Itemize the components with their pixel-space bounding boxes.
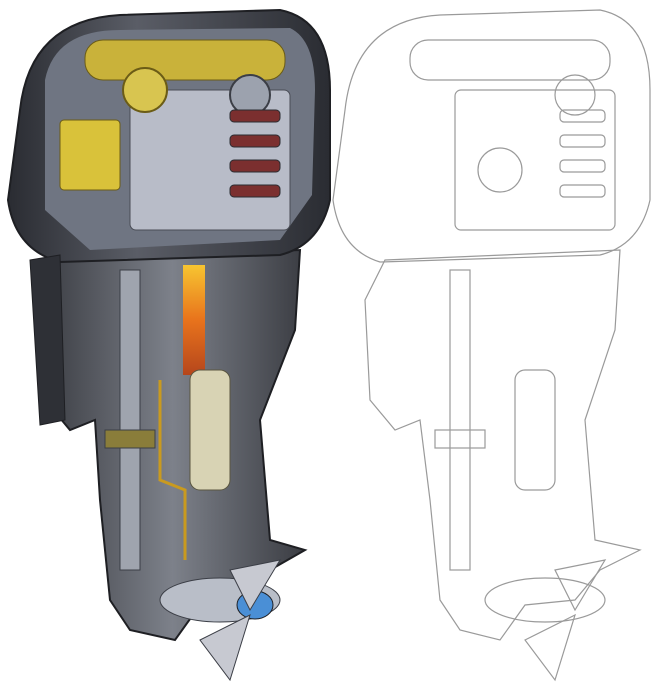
propeller-blade <box>199 559 282 682</box>
lower-unit <box>38 248 308 642</box>
cylinders <box>229 109 281 198</box>
gearcase-outline <box>484 577 606 623</box>
muffler <box>189 369 231 491</box>
belt-outline <box>409 39 611 81</box>
exhaust-hot <box>183 265 205 375</box>
fuel-module <box>59 119 121 191</box>
bracket <box>29 254 66 426</box>
cowling-outline <box>332 9 651 263</box>
gear <box>229 74 271 116</box>
driveshaft-housing <box>119 269 141 571</box>
driveshaft-outline <box>449 269 471 571</box>
line-drawing-motor <box>332 9 651 682</box>
cylinder-outlines <box>559 109 606 198</box>
cutaway-motor <box>6 8 331 682</box>
gear-outline <box>477 147 523 193</box>
shift-rod <box>104 429 156 449</box>
gear-outline <box>554 74 596 116</box>
propeller-outline <box>524 559 607 682</box>
water-line <box>158 380 187 560</box>
lower-unit-outline <box>364 249 642 641</box>
timing-belt <box>84 39 286 81</box>
muffler-outline <box>514 369 556 491</box>
shift-rod-outline <box>434 429 486 449</box>
gear <box>122 67 168 113</box>
engine-outline <box>454 89 616 231</box>
